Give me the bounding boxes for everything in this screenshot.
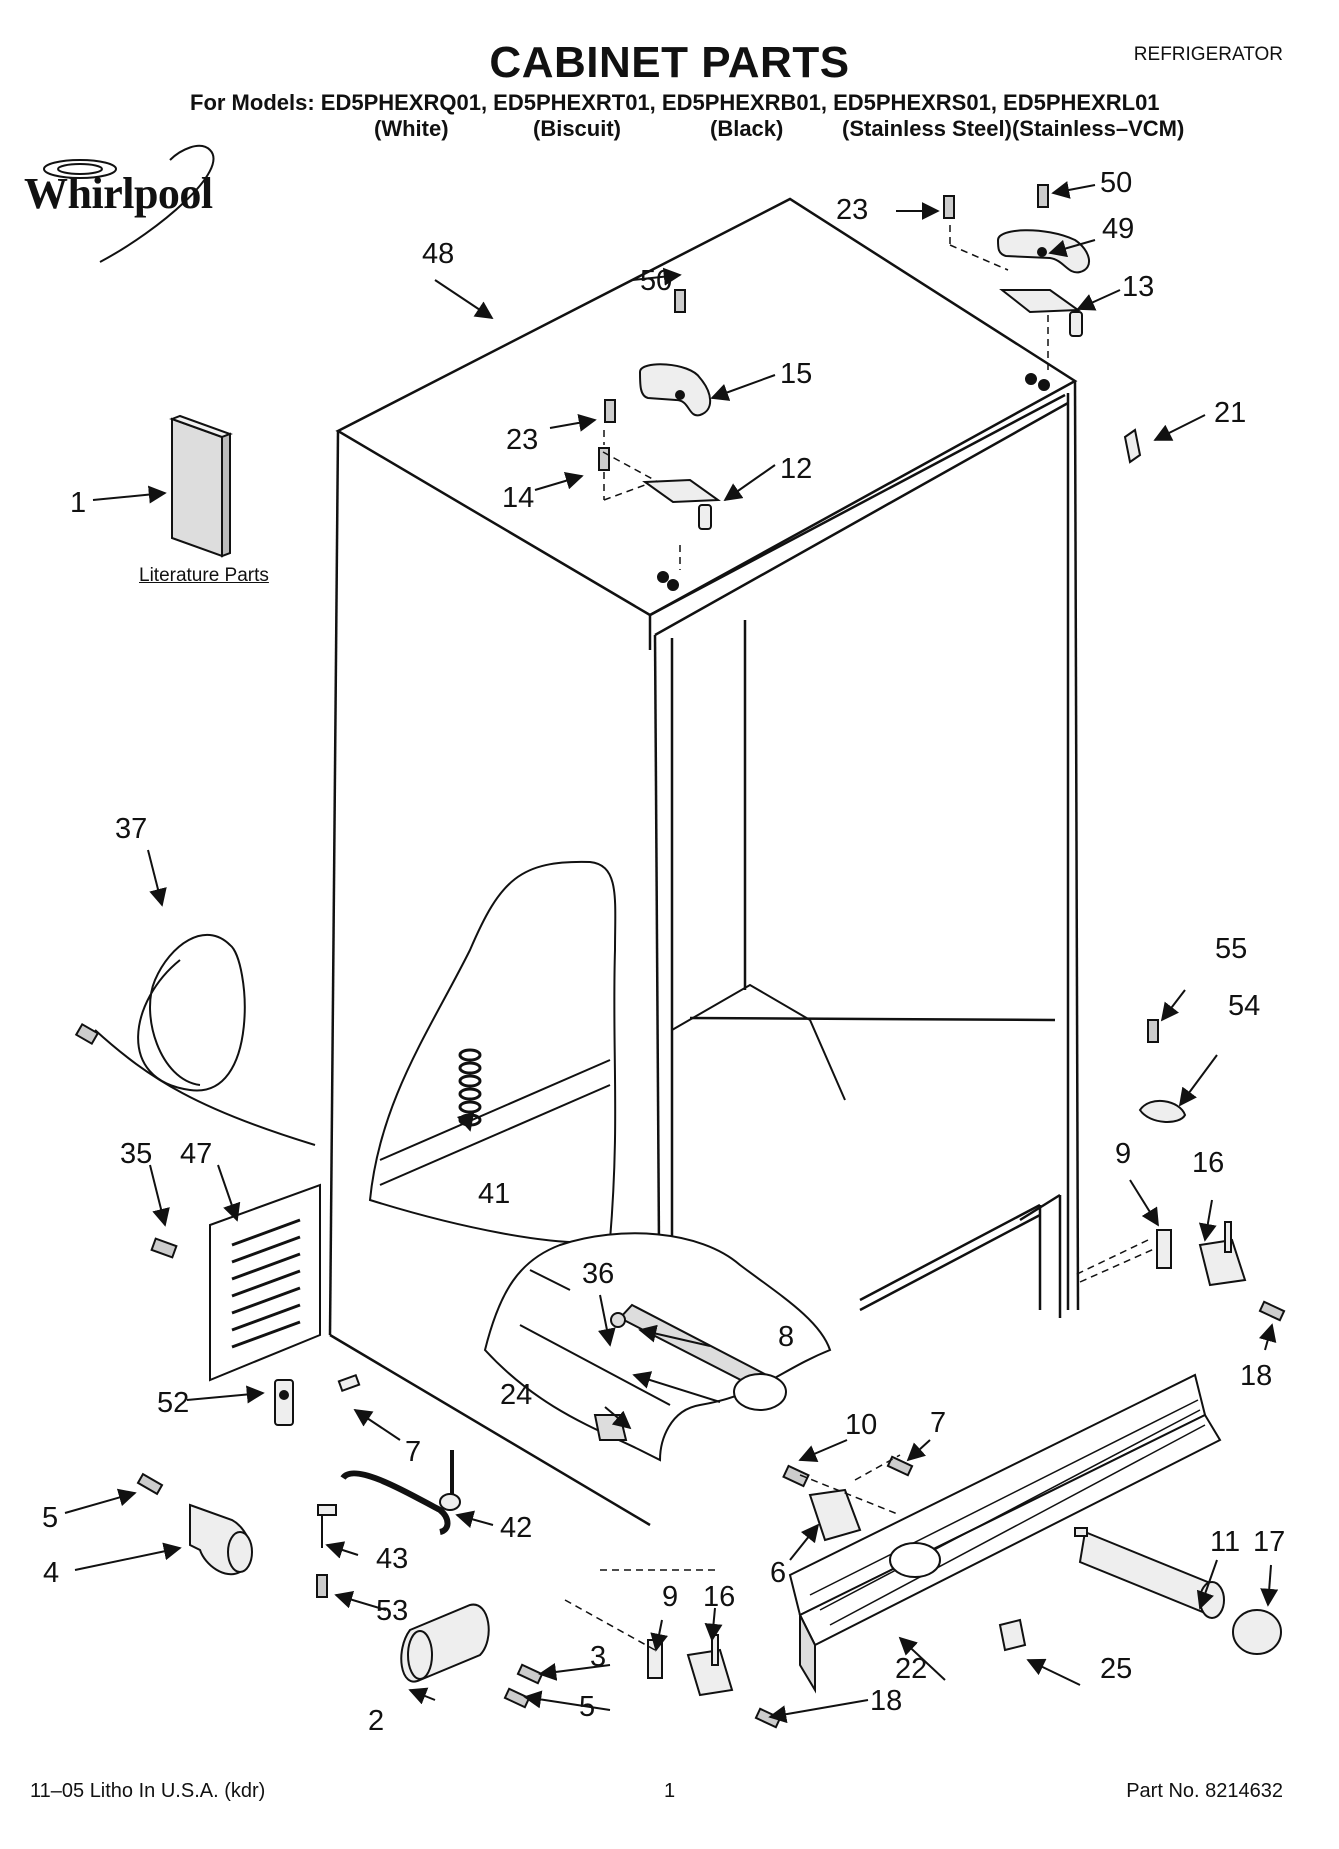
callout-24: 24 — [500, 1379, 532, 1411]
screw-icon — [150, 1237, 178, 1259]
literature-parts-label: Literature Parts — [139, 565, 269, 586]
callout-15: 15 — [780, 358, 812, 390]
callout-8: 8 — [778, 1321, 794, 1353]
right-hardware — [1138, 1019, 1286, 1322]
callout-18-right: 18 — [1240, 1360, 1272, 1392]
callout-42: 42 — [500, 1512, 532, 1544]
callout-55: 55 — [1215, 933, 1247, 965]
water-filter — [998, 1527, 1282, 1655]
callout-41: 41 — [478, 1178, 510, 1210]
page-number: 1 — [663, 1780, 676, 1802]
part-number: Part No. 8214632 — [1126, 1780, 1283, 1802]
callout-13: 13 — [1122, 271, 1154, 303]
callout-21: 21 — [1214, 397, 1246, 429]
literature-booklet — [169, 414, 233, 558]
callout-50-right: 50 — [1100, 167, 1132, 199]
callout-9-left: 9 — [662, 1581, 678, 1613]
callout-50-left: 50 — [640, 265, 672, 297]
callout-3: 3 — [590, 1641, 606, 1673]
callout-labels: 1 48 50 50 23 49 13 15 23 14 12 21 37 41… — [42, 167, 1285, 1737]
variant-biscuit: (Biscuit) — [533, 116, 621, 141]
callout-37: 37 — [115, 813, 147, 845]
callout-52: 52 — [157, 1387, 189, 1419]
defrost-tube — [610, 1303, 787, 1411]
callout-22: 22 — [895, 1653, 927, 1685]
callout-14: 14 — [502, 482, 534, 514]
callout-49: 49 — [1102, 213, 1134, 245]
cabinet-clip — [1123, 428, 1142, 464]
callout-17: 17 — [1253, 1526, 1285, 1558]
callout-23-right: 23 — [836, 194, 868, 226]
callout-48: 48 — [422, 238, 454, 270]
variant-black: (Black) — [710, 116, 784, 141]
callout-9-right: 9 — [1115, 1138, 1131, 1170]
callout-6: 6 — [770, 1557, 786, 1589]
callout-7-right: 7 — [930, 1407, 946, 1439]
callout-54: 54 — [1228, 990, 1260, 1022]
callout-16-left: 16 — [703, 1581, 735, 1613]
top-hinge-left — [598, 289, 721, 591]
callout-5-top: 5 — [42, 1502, 58, 1534]
callout-43: 43 — [376, 1543, 408, 1575]
compressor-grille — [209, 1183, 321, 1382]
variant-stainless: (Stainless Steel)(Stainless–VCM) — [842, 116, 1185, 141]
callout-36: 36 — [582, 1258, 614, 1290]
water-line — [74, 933, 316, 1146]
callout-18-bottom: 18 — [870, 1685, 902, 1717]
callout-12: 12 — [780, 453, 812, 485]
whirlpool-logo: Whirlpool — [24, 169, 213, 218]
page-title: CABINET PARTS — [489, 38, 850, 87]
callout-10: 10 — [845, 1409, 877, 1441]
whirlpool-swirl-icon — [43, 144, 215, 263]
print-info: 11–05 Litho In U.S.A. (kdr) — [30, 1780, 266, 1802]
callout-23-left: 23 — [506, 424, 538, 456]
callout-4: 4 — [43, 1557, 59, 1589]
lower-left-hardware — [136, 1373, 544, 1709]
callout-25: 25 — [1100, 1653, 1132, 1685]
callout-5-bottom: 5 — [579, 1691, 595, 1723]
variant-white: (White) — [374, 116, 449, 141]
models-line: For Models: ED5PHEXRQ01, ED5PHEXRT01, ED… — [190, 90, 1160, 115]
callout-7-left: 7 — [405, 1436, 421, 1468]
callout-2: 2 — [368, 1705, 384, 1737]
callout-35: 35 — [120, 1138, 152, 1170]
toe-grille — [788, 1373, 1222, 1694]
callout-47: 47 — [180, 1138, 212, 1170]
callout-16-right: 16 — [1192, 1147, 1224, 1179]
callout-53: 53 — [376, 1595, 408, 1627]
callout-11: 11 — [1210, 1526, 1240, 1558]
callout-1: 1 — [70, 487, 86, 519]
product-category: REFRIGERATOR — [1133, 44, 1283, 65]
